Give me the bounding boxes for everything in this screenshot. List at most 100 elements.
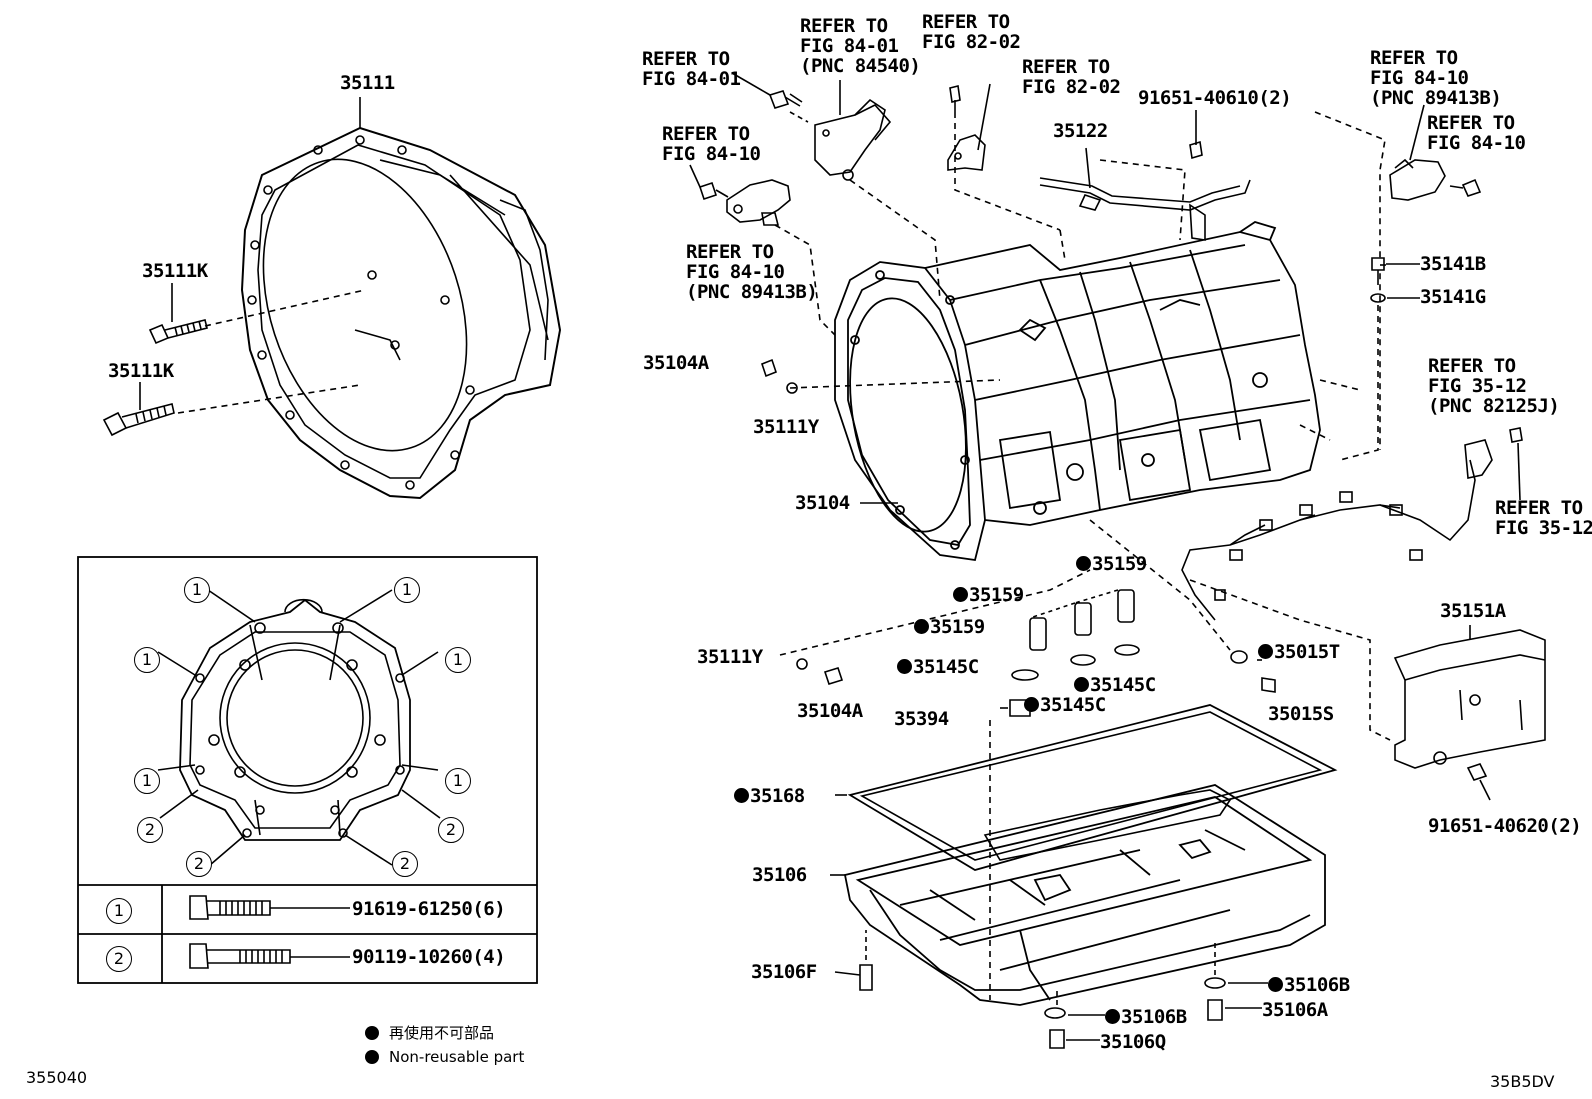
label-35106: 35106 <box>752 864 807 886</box>
marker-2: 2 <box>438 817 464 843</box>
label-35122: 35122 <box>1053 120 1108 142</box>
label-35394: 35394 <box>894 708 949 730</box>
non-reusable-dot <box>1074 677 1089 692</box>
cover-35151a <box>1393 629 1546 801</box>
label-35145c-c: 35145C <box>1024 696 1106 715</box>
legend-dot <box>365 1026 379 1040</box>
label-refer-fig-84-10-b: REFER TO FIG 84-10 <box>1427 112 1526 154</box>
bracket-ref-82-02 <box>947 83 1061 231</box>
bolt-35141b <box>1339 257 1420 461</box>
figure-code-right: 35B5DV <box>1490 1072 1555 1091</box>
label-35111y-upper: 35111Y <box>753 416 819 438</box>
marker-1: 1 <box>184 577 210 603</box>
label-35168: 35168 <box>734 787 805 806</box>
non-reusable-dot <box>1268 977 1283 992</box>
label-refer-fig-82-02-a: REFER TO FIG 82-02 <box>922 11 1021 53</box>
label-35145c-b-text: 35145C <box>1090 674 1156 696</box>
label-35106f: 35106F <box>751 961 817 983</box>
label-91651-40610: 91651-40610(2) <box>1138 87 1292 109</box>
label-35159-b: 35159 <box>953 586 1024 605</box>
marker-1: 1 <box>394 577 420 603</box>
non-reusable-dot <box>1076 556 1091 571</box>
bolt-35111k-lower <box>102 382 175 437</box>
sensor-ref-84-10 <box>1314 104 1482 450</box>
label-35106a: 35106A <box>1262 999 1328 1021</box>
bolt-35111k-upper <box>148 283 208 345</box>
label-35159-c: 35159 <box>914 618 985 637</box>
label-35111k-lower: 35111K <box>108 360 174 382</box>
label-refer-fig-35-12-pnc: REFER TO FIG 35-12 (PNC 82125J) <box>1428 355 1560 417</box>
label-refer-fig-84-01: REFER TO FIG 84-01 <box>642 48 741 90</box>
label-35111: 35111 <box>340 72 395 94</box>
label-91651-40620: 91651-40620(2) <box>1428 815 1582 837</box>
legend-jp-text: 再使用不可部品 <box>389 1024 495 1042</box>
marker-2: 2 <box>392 851 418 877</box>
label-35106b-right: 35106B <box>1268 976 1350 995</box>
label-refer-fig-84-10-pnc-b: REFER TO FIG 84-10 (PNC 89413B) <box>1370 47 1502 109</box>
bell-housing-drawing <box>240 126 562 500</box>
marker-2: 2 <box>186 851 212 877</box>
label-refer-fig-84-01-pnc: REFER TO FIG 84-01 (PNC 84540) <box>800 15 921 77</box>
seal-35111y-and-plug <box>761 358 1391 741</box>
label-35145c-c-text: 35145C <box>1040 694 1106 716</box>
label-35145c-b: 35145C <box>1074 676 1156 695</box>
wire-harness <box>1181 427 1523 621</box>
speed-sensor-89413b <box>689 164 836 336</box>
tube-35122 <box>1039 110 1251 261</box>
table-row-2-marker: 2 <box>106 946 132 972</box>
table-row-2-part: 90119-10260(4) <box>352 946 506 968</box>
non-reusable-dot <box>953 587 968 602</box>
marker-2: 2 <box>137 817 163 843</box>
sleeves-35159 <box>1011 589 1140 681</box>
speed-sensor-84540 <box>814 80 941 301</box>
label-35151a: 35151A <box>1440 600 1506 622</box>
label-35159-a: 35159 <box>1076 555 1147 574</box>
label-35104a-upper: 35104A <box>643 352 709 374</box>
label-refer-fig-84-10-pnc-a: REFER TO FIG 84-10 (PNC 89413B) <box>686 241 818 303</box>
label-35111y-lower: 35111Y <box>697 646 763 668</box>
marker-1: 1 <box>445 768 471 794</box>
non-reusable-dot <box>734 788 749 803</box>
marker-1: 1 <box>134 768 160 794</box>
non-reusable-dot <box>897 659 912 674</box>
label-35106b-left: 35106B <box>1105 1008 1187 1027</box>
label-35159-a-text: 35159 <box>1092 553 1147 575</box>
bolt-ref-84-01 <box>731 72 809 123</box>
label-35159-c-text: 35159 <box>930 616 985 638</box>
marker-1: 1 <box>445 647 471 673</box>
legend-jp: 再使用不可部品 <box>365 1022 494 1043</box>
non-reusable-dot <box>1024 697 1039 712</box>
drain-bolts <box>834 720 1268 1049</box>
label-35111k-upper: 35111K <box>142 260 208 282</box>
non-reusable-dot <box>1105 1009 1120 1024</box>
label-35106b-right-text: 35106B <box>1284 974 1350 996</box>
non-reusable-dot <box>914 619 929 634</box>
legend-en-text: Non-reusable part <box>389 1048 525 1066</box>
label-35015s: 35015S <box>1268 703 1334 725</box>
oil-pan-gasket-35168 <box>835 704 1338 871</box>
label-35159-b-text: 35159 <box>969 584 1024 606</box>
label-35141g: 35141G <box>1420 286 1486 308</box>
legend-en: Non-reusable part <box>365 1048 524 1066</box>
label-refer-fig-82-02-b: REFER TO FIG 82-02 <box>1022 56 1121 98</box>
label-35141b: 35141B <box>1420 253 1486 275</box>
table-row-1-marker: 1 <box>106 898 132 924</box>
label-refer-fig-84-10-a: REFER TO FIG 84-10 <box>662 123 761 165</box>
label-35145c-a: 35145C <box>897 658 979 677</box>
label-35015t: 35015T <box>1258 643 1340 662</box>
non-reusable-dot <box>1258 644 1273 659</box>
label-35015t-text: 35015T <box>1274 641 1340 663</box>
table-row-1-part: 91619-61250(6) <box>352 898 506 920</box>
legend-dot <box>365 1050 379 1064</box>
label-35145c-a-text: 35145C <box>913 656 979 678</box>
marker-1: 1 <box>134 647 160 673</box>
transmission-case-drawing <box>834 221 1321 562</box>
magnet-35394 <box>1000 699 1031 717</box>
label-35106q: 35106Q <box>1100 1031 1166 1053</box>
label-35104: 35104 <box>795 492 850 514</box>
figure-code-left: 355040 <box>26 1068 88 1087</box>
label-35106b-left-text: 35106B <box>1121 1006 1187 1028</box>
inset-box <box>77 556 538 984</box>
